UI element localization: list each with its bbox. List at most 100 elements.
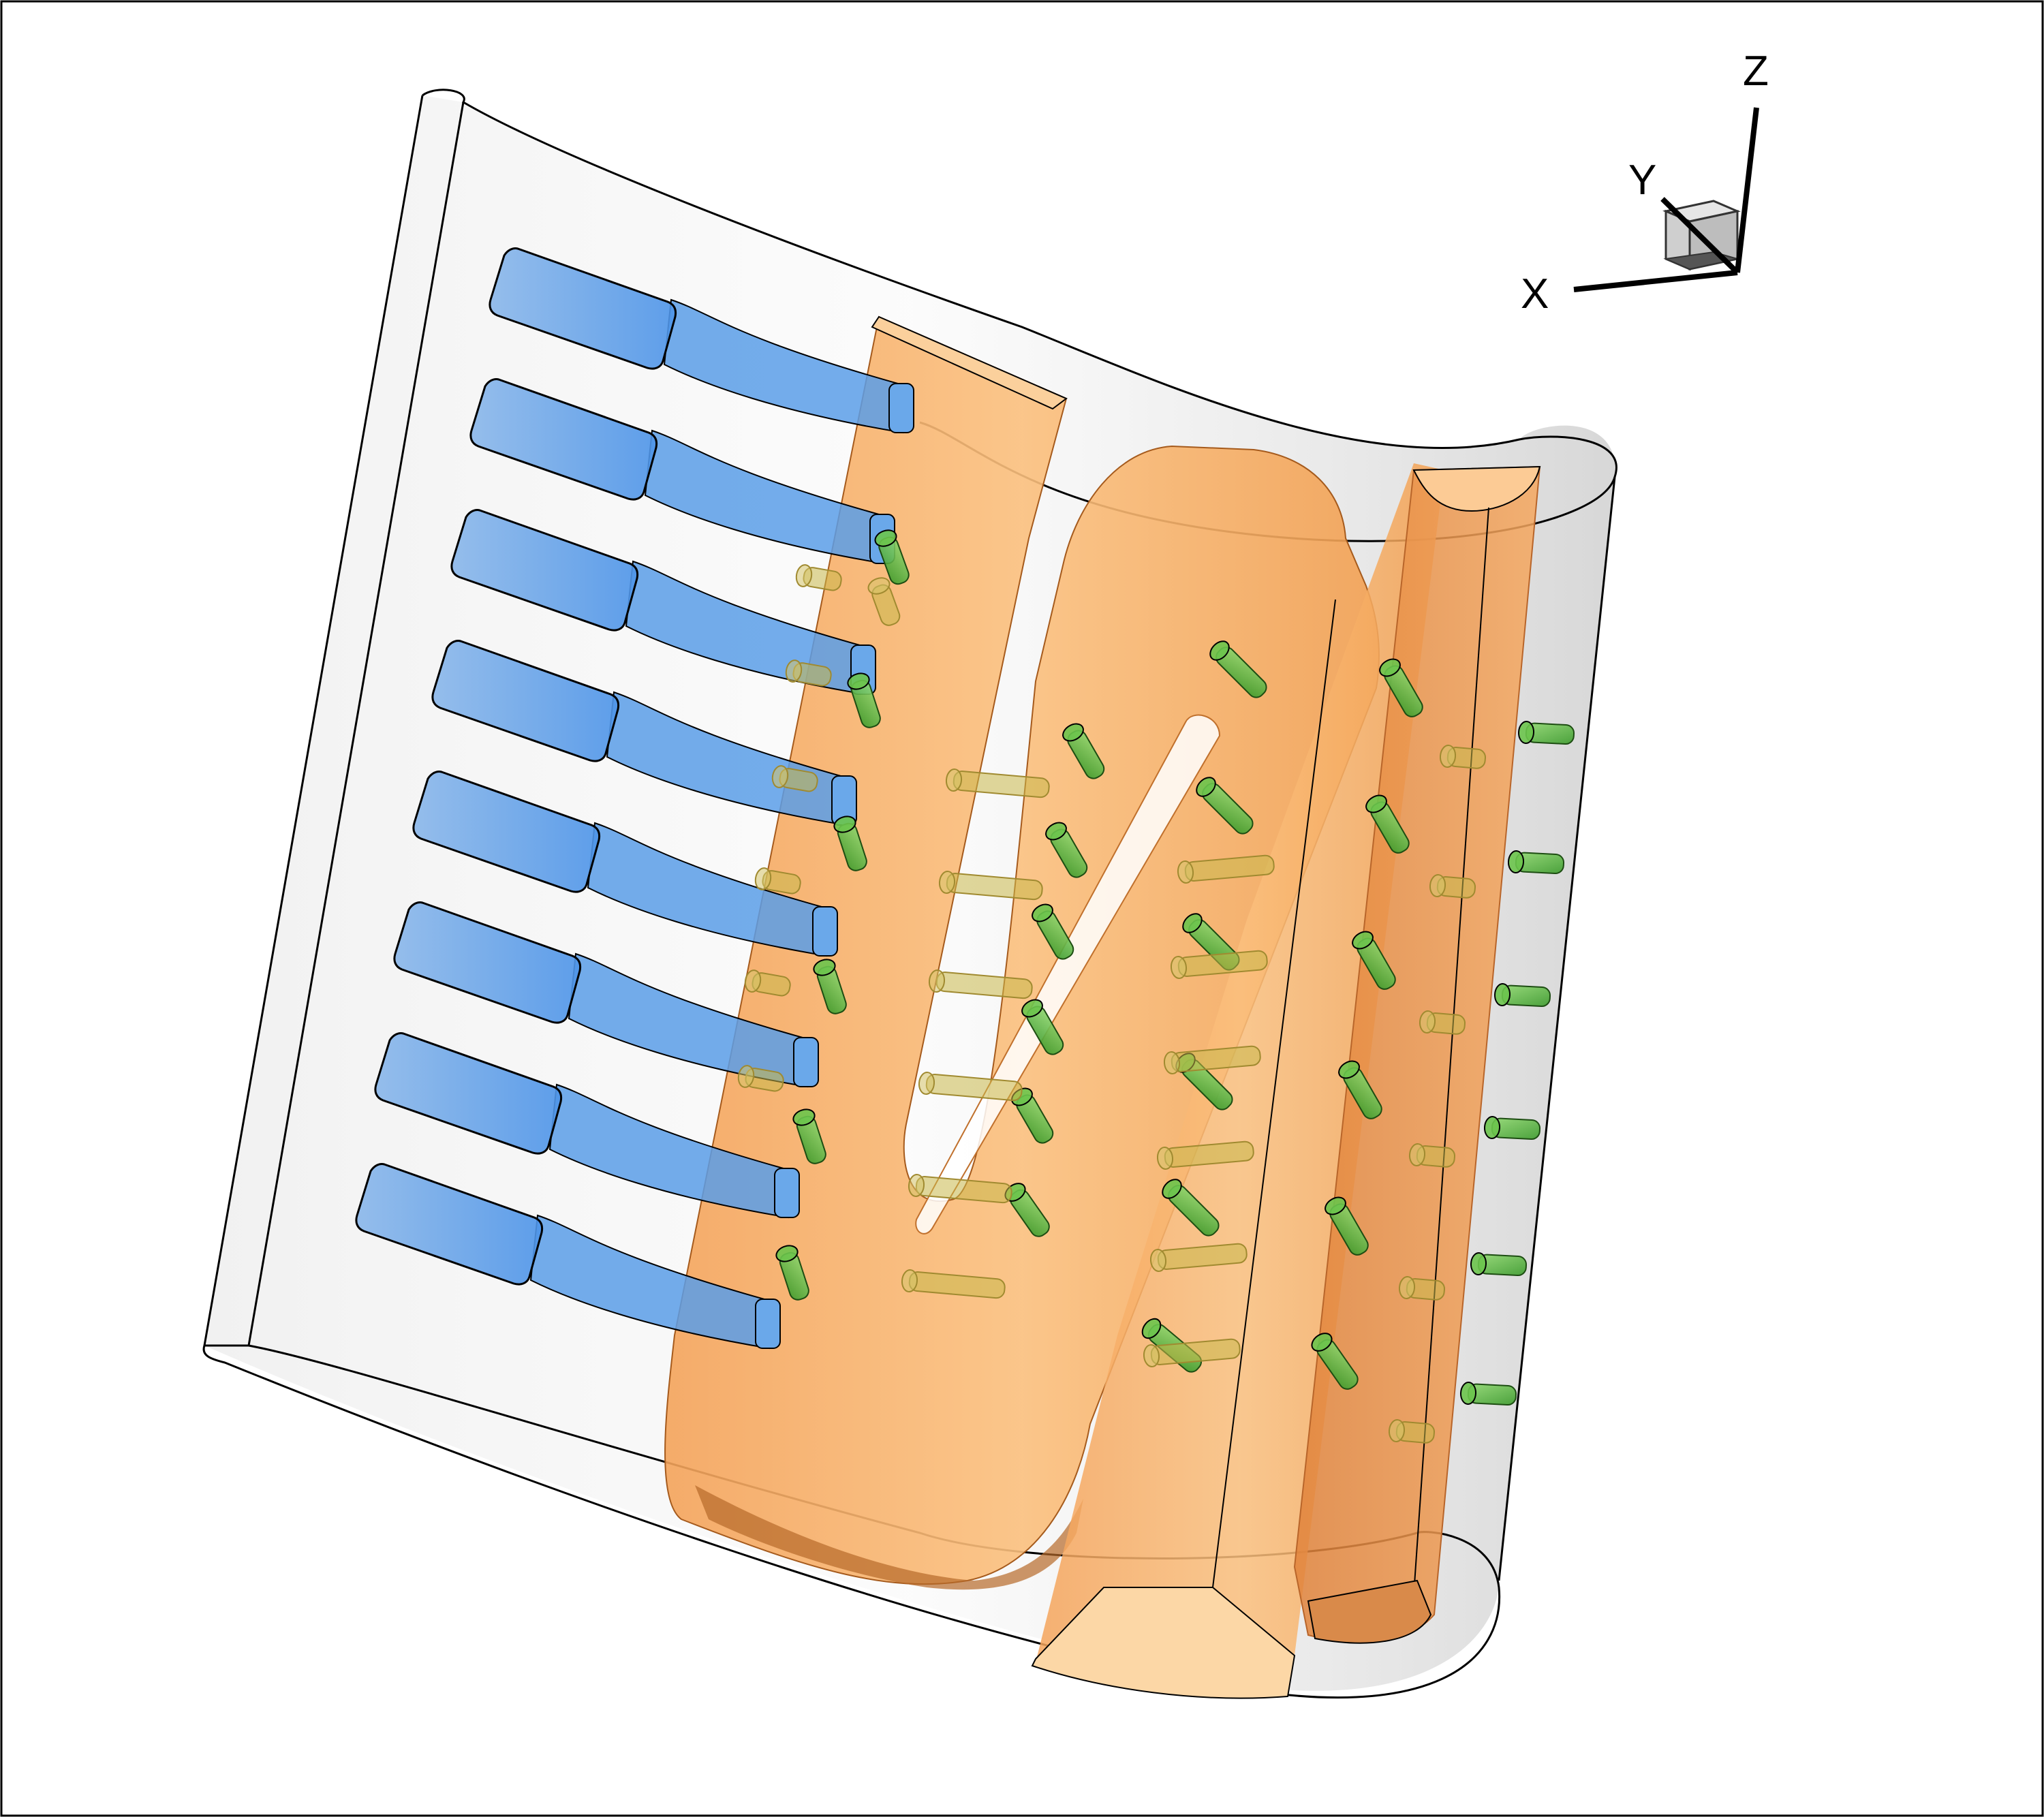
hole-inlet bbox=[1062, 723, 1084, 742]
film-cooling-hole bbox=[795, 564, 842, 591]
z-axis-label: Z bbox=[1743, 48, 1769, 95]
film-cooling-hole bbox=[1429, 874, 1476, 899]
film-cooling-hole bbox=[918, 1072, 1023, 1102]
serpentine-channel-leading bbox=[664, 315, 1380, 1590]
hole-inlet bbox=[737, 1065, 755, 1088]
channel-trailing-bottom-face bbox=[1307, 1579, 1432, 1644]
hole-inlet bbox=[1459, 1382, 1477, 1405]
shell-right-edge bbox=[1498, 476, 1616, 1581]
slot-block bbox=[489, 247, 677, 370]
trailing-edge-slot bbox=[489, 247, 914, 434]
hole-inlet bbox=[813, 959, 836, 976]
slot-block bbox=[393, 901, 582, 1024]
hole-inlet bbox=[945, 768, 963, 792]
hole-inlet bbox=[1517, 721, 1535, 744]
slot-duct-end bbox=[812, 906, 838, 957]
slot-block bbox=[412, 771, 601, 893]
trailing-edge-slot bbox=[469, 378, 895, 565]
hole-inlet bbox=[792, 1108, 816, 1126]
hole-inlet bbox=[1398, 1276, 1416, 1299]
channel-trailing-top-face bbox=[1412, 465, 1541, 512]
hole-inlet bbox=[1338, 1060, 1360, 1079]
hole-inlet bbox=[1141, 1318, 1162, 1339]
y-axis-label: Y bbox=[1628, 157, 1656, 204]
channel-leading-top-face bbox=[871, 315, 1068, 410]
hole-inlet bbox=[1177, 860, 1194, 884]
trailing-edge-slots bbox=[355, 247, 914, 1350]
film-cooling-hole bbox=[1062, 723, 1105, 779]
film-cooling-hole bbox=[754, 867, 801, 895]
hole-inlet bbox=[1408, 1143, 1426, 1166]
trailing-edge-slot bbox=[355, 1163, 781, 1350]
channel-mid-bottom-face bbox=[1031, 1587, 1296, 1699]
film-cooling-hole bbox=[785, 659, 832, 687]
film-cooling-hole bbox=[1011, 1087, 1054, 1144]
channel-trailing-rib bbox=[1413, 507, 1489, 1595]
film-cooling-hole bbox=[1196, 777, 1254, 835]
hole-inlet bbox=[1156, 1147, 1174, 1170]
hole-inlet bbox=[1493, 983, 1511, 1006]
x-axis-line bbox=[1573, 270, 1738, 292]
hole-inlet bbox=[1045, 822, 1067, 841]
film-cooling-hole bbox=[1365, 794, 1410, 854]
hole-inlet bbox=[874, 529, 897, 547]
hole-inlet bbox=[1379, 658, 1401, 677]
film-cooling-hole bbox=[847, 672, 881, 728]
hole-inlet bbox=[1143, 1344, 1160, 1367]
film-cooling-hole bbox=[908, 1174, 1012, 1204]
film-cooling-hole bbox=[1311, 1333, 1359, 1390]
film-cooling-hole bbox=[1156, 1140, 1254, 1170]
hole-inlet bbox=[1196, 777, 1216, 797]
film-cooling-hole bbox=[1398, 1276, 1446, 1301]
film-cooling-hole bbox=[1470, 1252, 1528, 1277]
film-cooling-holes bbox=[737, 529, 1575, 1444]
channel-bottom-shadow bbox=[695, 1485, 1083, 1590]
hole-inlet bbox=[1311, 1333, 1333, 1352]
axes-triad: X Y Z bbox=[1521, 48, 1769, 317]
hole-inlet bbox=[1149, 1249, 1167, 1272]
hole-inlet bbox=[1032, 903, 1053, 922]
hole-inlet bbox=[754, 867, 772, 890]
channel-u-slot bbox=[915, 714, 1221, 1234]
film-cooling-hole bbox=[1408, 1143, 1456, 1168]
film-cooling-hole bbox=[1459, 1382, 1517, 1406]
film-cooling-hole bbox=[1045, 822, 1088, 878]
channel-mid-edge bbox=[1212, 599, 1336, 1588]
hole-inlet bbox=[938, 871, 956, 894]
film-cooling-hole bbox=[1379, 658, 1423, 717]
slot-block bbox=[374, 1032, 563, 1155]
trailing-edge-slot bbox=[393, 901, 819, 1088]
film-cooling-hole bbox=[928, 969, 1033, 999]
film-cooling-hole bbox=[901, 1269, 1006, 1299]
film-cooling-hole bbox=[1388, 1419, 1436, 1444]
hole-inlet bbox=[1470, 1252, 1487, 1275]
hole-inlet bbox=[1162, 1179, 1182, 1199]
hole-inlet bbox=[1439, 745, 1457, 768]
z-axis-line bbox=[1735, 107, 1759, 273]
slot-block bbox=[450, 509, 639, 632]
hole-inlet bbox=[795, 564, 813, 587]
slot-block bbox=[469, 378, 658, 501]
film-cooling-hole bbox=[1021, 999, 1064, 1055]
film-cooling-hole bbox=[1143, 1338, 1241, 1367]
film-cooling-hole bbox=[813, 959, 847, 1014]
hole-inlet bbox=[744, 969, 762, 993]
slot-block bbox=[431, 640, 620, 762]
slot-duct-end bbox=[774, 1168, 800, 1218]
hole-inlet bbox=[1419, 1010, 1436, 1034]
hole-inlet bbox=[901, 1269, 918, 1292]
film-cooling-hole bbox=[1493, 983, 1551, 1008]
film-cooling-hole bbox=[1439, 745, 1487, 769]
slot-duct-end bbox=[888, 383, 914, 433]
trailing-edge-slot bbox=[374, 1032, 800, 1219]
film-cooling-hole bbox=[737, 1065, 784, 1092]
trailing-edge-slot bbox=[412, 771, 838, 957]
hole-inlet bbox=[1429, 874, 1446, 897]
film-cooling-hole bbox=[1162, 1179, 1220, 1237]
hole-inlet bbox=[1021, 999, 1043, 1018]
hole-inlet bbox=[775, 1245, 799, 1262]
film-cooling-hole bbox=[1032, 903, 1074, 960]
film-cooling-hole bbox=[744, 969, 791, 997]
